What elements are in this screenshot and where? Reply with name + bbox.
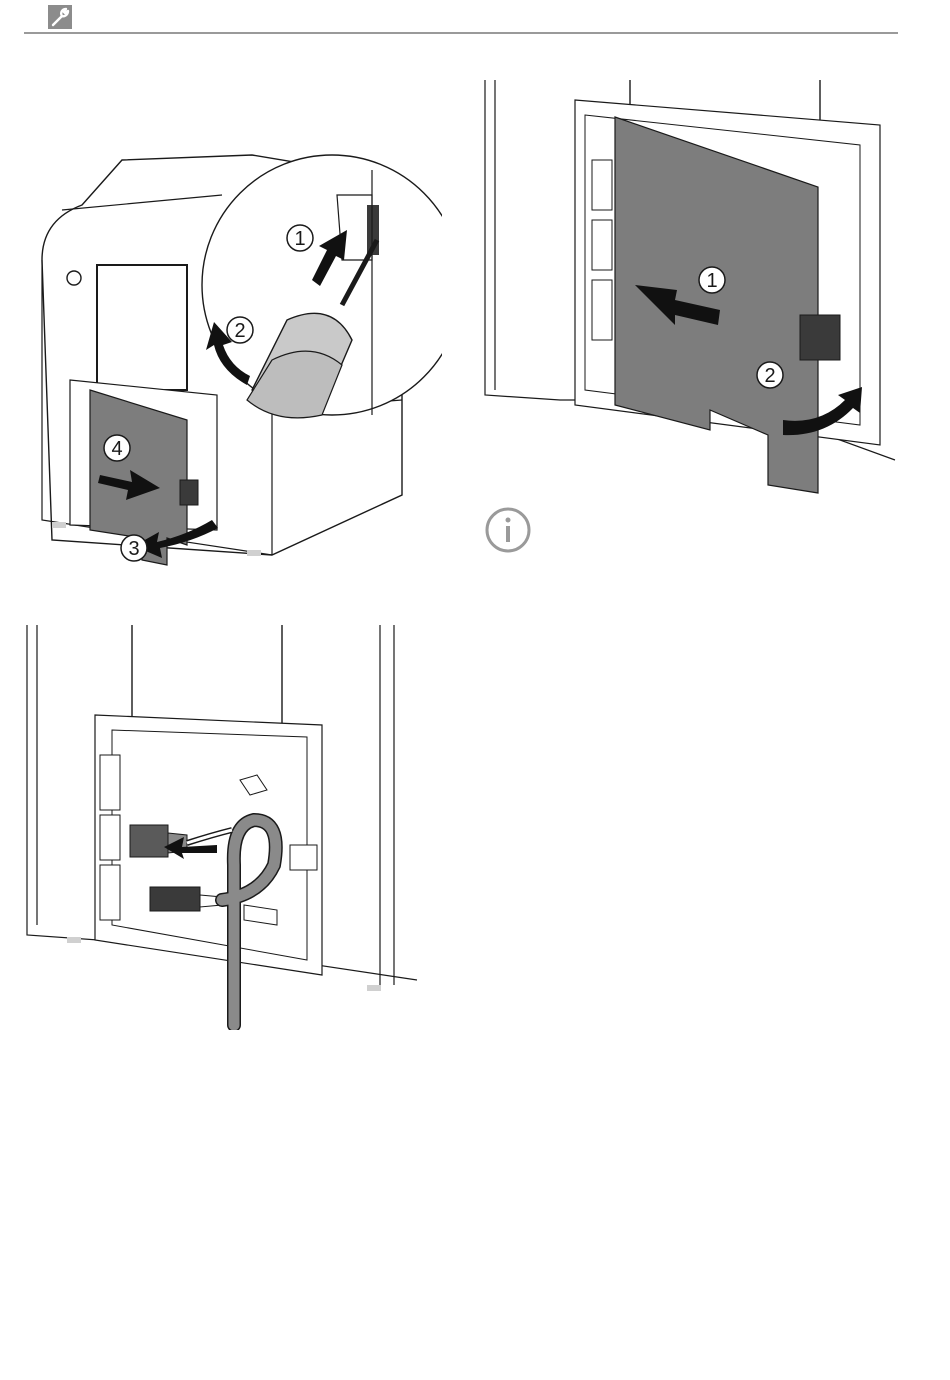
figure-connect-cables: [22, 625, 422, 1030]
svg-text:3: 3: [128, 538, 139, 560]
svg-text:1: 1: [294, 228, 305, 250]
svg-text:2: 2: [234, 320, 245, 342]
svg-text:1: 1: [706, 270, 717, 292]
svg-text:2: 2: [764, 365, 775, 387]
page-header: [24, 0, 898, 34]
power-plug: [150, 887, 200, 911]
svg-text:4: 4: [111, 438, 122, 460]
power-button: [67, 271, 81, 285]
figure-remove-cover: 4 3 1 2: [22, 150, 442, 590]
figure-attach-cover: 1 2: [480, 75, 900, 495]
info-icon: [484, 506, 532, 554]
header-rule: [24, 32, 898, 34]
network-plug: [130, 825, 168, 857]
wrench-icon: [48, 5, 72, 29]
